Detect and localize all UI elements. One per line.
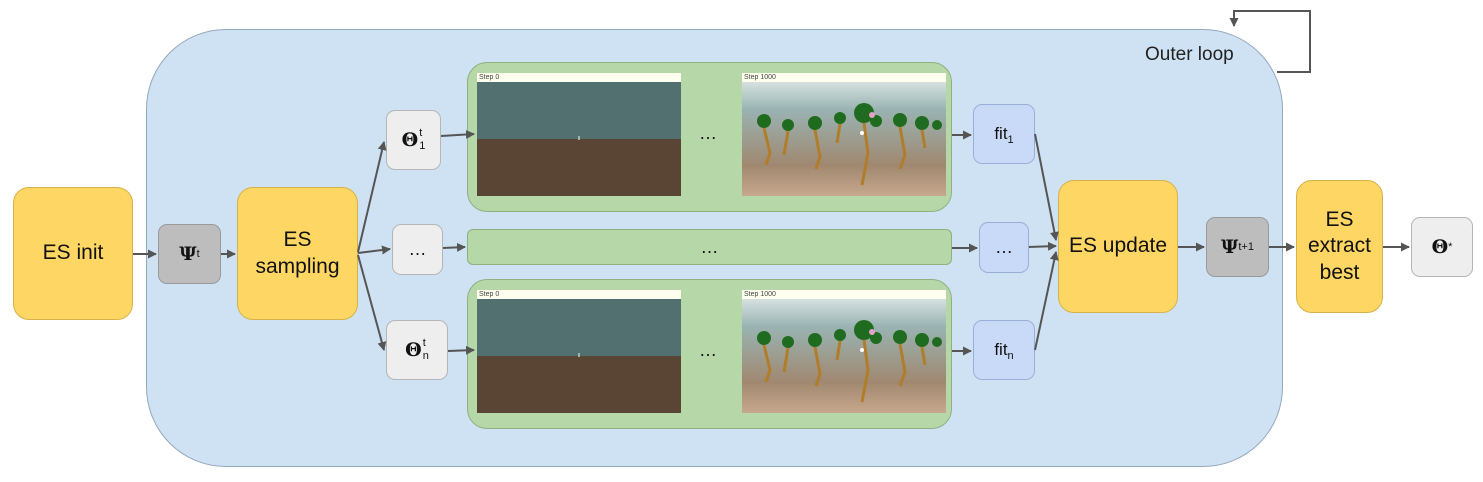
frame-ellipsis-n: … [699, 340, 717, 361]
plant-growth-graphic-n [757, 320, 942, 403]
rollout-mid-ellipsis: … [700, 236, 719, 257]
theta-mid-ellipsis: … [408, 239, 427, 259]
theta-1-sup: t [419, 127, 423, 139]
theta-1-symbol: Θ [401, 129, 419, 151]
fit-n-sub: n [1007, 350, 1014, 362]
arrow-thetan-to-rollout [447, 345, 475, 355]
arrow-sampling-to-theta1 [357, 141, 387, 253]
psi-t-symbol: Ψ [179, 243, 197, 265]
fit-1-label: fit [994, 124, 1008, 143]
soil-region [477, 139, 681, 196]
soil-region-n [477, 356, 681, 413]
plant-growth-graphic [757, 103, 942, 186]
psi-t-sup: t [196, 248, 200, 260]
frame-end-n: Step 1000 [742, 290, 946, 413]
frame-end-1: Step 1000 [742, 73, 946, 196]
theta-mid-box: … [392, 224, 443, 275]
frame-end-1-label: Step 1000 [742, 73, 946, 82]
es-init-box: ES init [13, 187, 133, 320]
fit-n-label: fit [994, 340, 1008, 359]
arrow-thetamid-to-rollout [442, 242, 466, 252]
arrow-fit1-to-update [1034, 133, 1059, 241]
frame-ellipsis-1: … [699, 123, 717, 144]
fit-1-sub: 1 [1007, 134, 1014, 146]
arrow-fitn-to-update [1034, 251, 1059, 351]
rollout-panel-n: Step 0 … Step 1000 [467, 279, 952, 429]
fit-mid-box: … [979, 222, 1029, 273]
frame-ellipsis-1-text: … [699, 123, 717, 143]
theta-n-sup: t [422, 337, 426, 349]
outer-loop-label: Outer loop [1145, 44, 1234, 65]
es-sampling-line1: ES [283, 228, 312, 252]
frame-end-n-label: Step 1000 [742, 290, 946, 299]
theta-star-symbol: Θ [1431, 236, 1449, 258]
frame-ellipsis-n-text: … [699, 340, 717, 360]
theta-n-symbol: Θ [405, 339, 422, 361]
es-extract-line2: extract [1307, 234, 1372, 258]
theta-n-sub: n [422, 350, 429, 362]
es-update-box: ES update [1058, 180, 1178, 313]
rollout-panel-mid: … [467, 229, 952, 265]
es-update-label: ES update [1068, 234, 1168, 258]
es-extract-line1: ES [1325, 208, 1354, 232]
frame-start-n-label: Step 0 [477, 290, 681, 299]
theta-star-box: Θ* [1411, 217, 1473, 277]
arrow-outer-loop-feedback [1229, 10, 1311, 73]
psi-t1-sup: t+1 [1238, 241, 1254, 253]
frame-start-1: Step 0 [477, 73, 681, 196]
rollout-panel-1: Step 0 … Step 1000 [467, 62, 952, 212]
arrow-sampling-to-theta-mid [357, 245, 391, 255]
frame-start-n: Step 0 [477, 290, 681, 413]
arrow-fitmid-to-update [1028, 241, 1057, 251]
es-init-label: ES init [42, 241, 104, 265]
fit-mid-ellipsis: … [995, 237, 1013, 257]
frame-start-1-label: Step 0 [477, 73, 681, 82]
psi-t1-symbol: Ψ [1221, 236, 1239, 258]
seed-marker-n [578, 353, 580, 357]
theta-1-sub: 1 [419, 140, 426, 152]
es-extract-line3: best [1319, 260, 1360, 284]
es-sampling-line2: sampling [255, 254, 340, 278]
arrow-theta1-to-rollout [440, 129, 475, 139]
arrow-sampling-to-thetan [357, 254, 387, 351]
theta-star-sup: * [1448, 241, 1453, 253]
seed-marker [578, 136, 580, 140]
